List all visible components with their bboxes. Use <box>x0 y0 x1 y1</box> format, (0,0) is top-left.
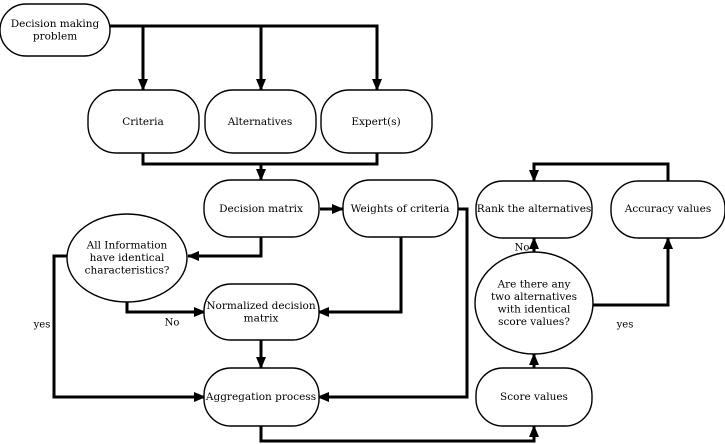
node-label-line: Score values <box>500 391 568 403</box>
edge-weights-to-aggregation <box>317 207 469 402</box>
node-decision-matrix: Decision matrix <box>203 179 320 238</box>
node-experts: Expert(s) <box>320 89 433 154</box>
node-label-line: with identical <box>498 303 571 315</box>
node-label-line: Rank the alternatives <box>477 203 592 215</box>
edge-inputs-to-decision-matrix <box>141 153 379 180</box>
edge-matrix-to-question <box>187 237 263 261</box>
edge-problem-to-alternatives <box>143 24 266 91</box>
edge-problem-to-criteria <box>110 24 148 91</box>
node-label-line: All Information <box>86 240 168 252</box>
edges <box>52 24 673 443</box>
svg-text:Aggregation process: Aggregation process <box>205 391 316 403</box>
node-label-line: matrix <box>244 312 279 324</box>
svg-text:Criteria: Criteria <box>122 116 163 128</box>
edge-problem-to-experts <box>261 24 382 91</box>
svg-text:Weights of criteria: Weights of criteria <box>351 203 450 215</box>
node-alternatives: Alternatives <box>204 89 317 154</box>
edge-weights-to-normalized <box>317 237 403 317</box>
edge-labels: No yes No yes <box>33 243 634 331</box>
node-label-line: Aggregation process <box>205 391 316 403</box>
edge-accuracy-to-rank <box>529 162 670 182</box>
edge-question-to-normalized <box>125 301 206 317</box>
edge-label-no-normalize: No <box>165 318 180 329</box>
node-label-line: Weights of criteria <box>351 203 450 215</box>
node-criteria: Criteria <box>87 89 200 154</box>
node-label-line: problem <box>33 30 77 42</box>
node-label-line: Criteria <box>122 116 163 128</box>
edge-aggregation-to-score <box>259 425 539 443</box>
node-label-line: Expert(s) <box>351 116 400 128</box>
node-weights-of-criteria: Weights of criteria <box>342 179 459 238</box>
node-label-line: score values? <box>498 316 570 328</box>
edge-question-yes-to-accuracy <box>593 237 673 307</box>
node-label-line: Decision making <box>11 18 100 30</box>
node-accuracy-values: Accuracy values <box>610 180 725 239</box>
node-label-line: Alternatives <box>227 116 293 128</box>
node-label-line: Accuracy values <box>624 203 711 215</box>
node-label-line: two alternatives <box>491 291 577 303</box>
node-label-line: Are there any <box>497 278 571 290</box>
node-aggregation-process: Aggregation process <box>203 367 320 427</box>
edge-label-no-rank: No <box>515 243 530 254</box>
svg-text:Rank the alternatives: Rank the alternatives <box>477 203 592 215</box>
node-score-values: Score values <box>475 367 593 427</box>
svg-text:Accuracy values: Accuracy values <box>624 203 711 215</box>
node-label-line: Normalized decision <box>206 300 316 312</box>
edge-question-yes-to-aggregation <box>52 254 206 402</box>
node-label-line: characteristics? <box>85 265 170 277</box>
svg-text:Expert(s): Expert(s) <box>351 116 400 128</box>
node-rank-the-alternatives: Rank the alternatives <box>475 180 593 239</box>
edge-label-yes-aggregate: yes <box>33 320 51 331</box>
svg-text:Alternatives: Alternatives <box>227 116 293 128</box>
node-label-line: have identical <box>90 252 165 264</box>
svg-text:Score values: Score values <box>500 391 568 403</box>
node-label-line: Decision matrix <box>219 203 303 215</box>
edge-label-yes-accuracy: yes <box>616 320 634 331</box>
svg-text:Decision matrix: Decision matrix <box>219 203 303 215</box>
